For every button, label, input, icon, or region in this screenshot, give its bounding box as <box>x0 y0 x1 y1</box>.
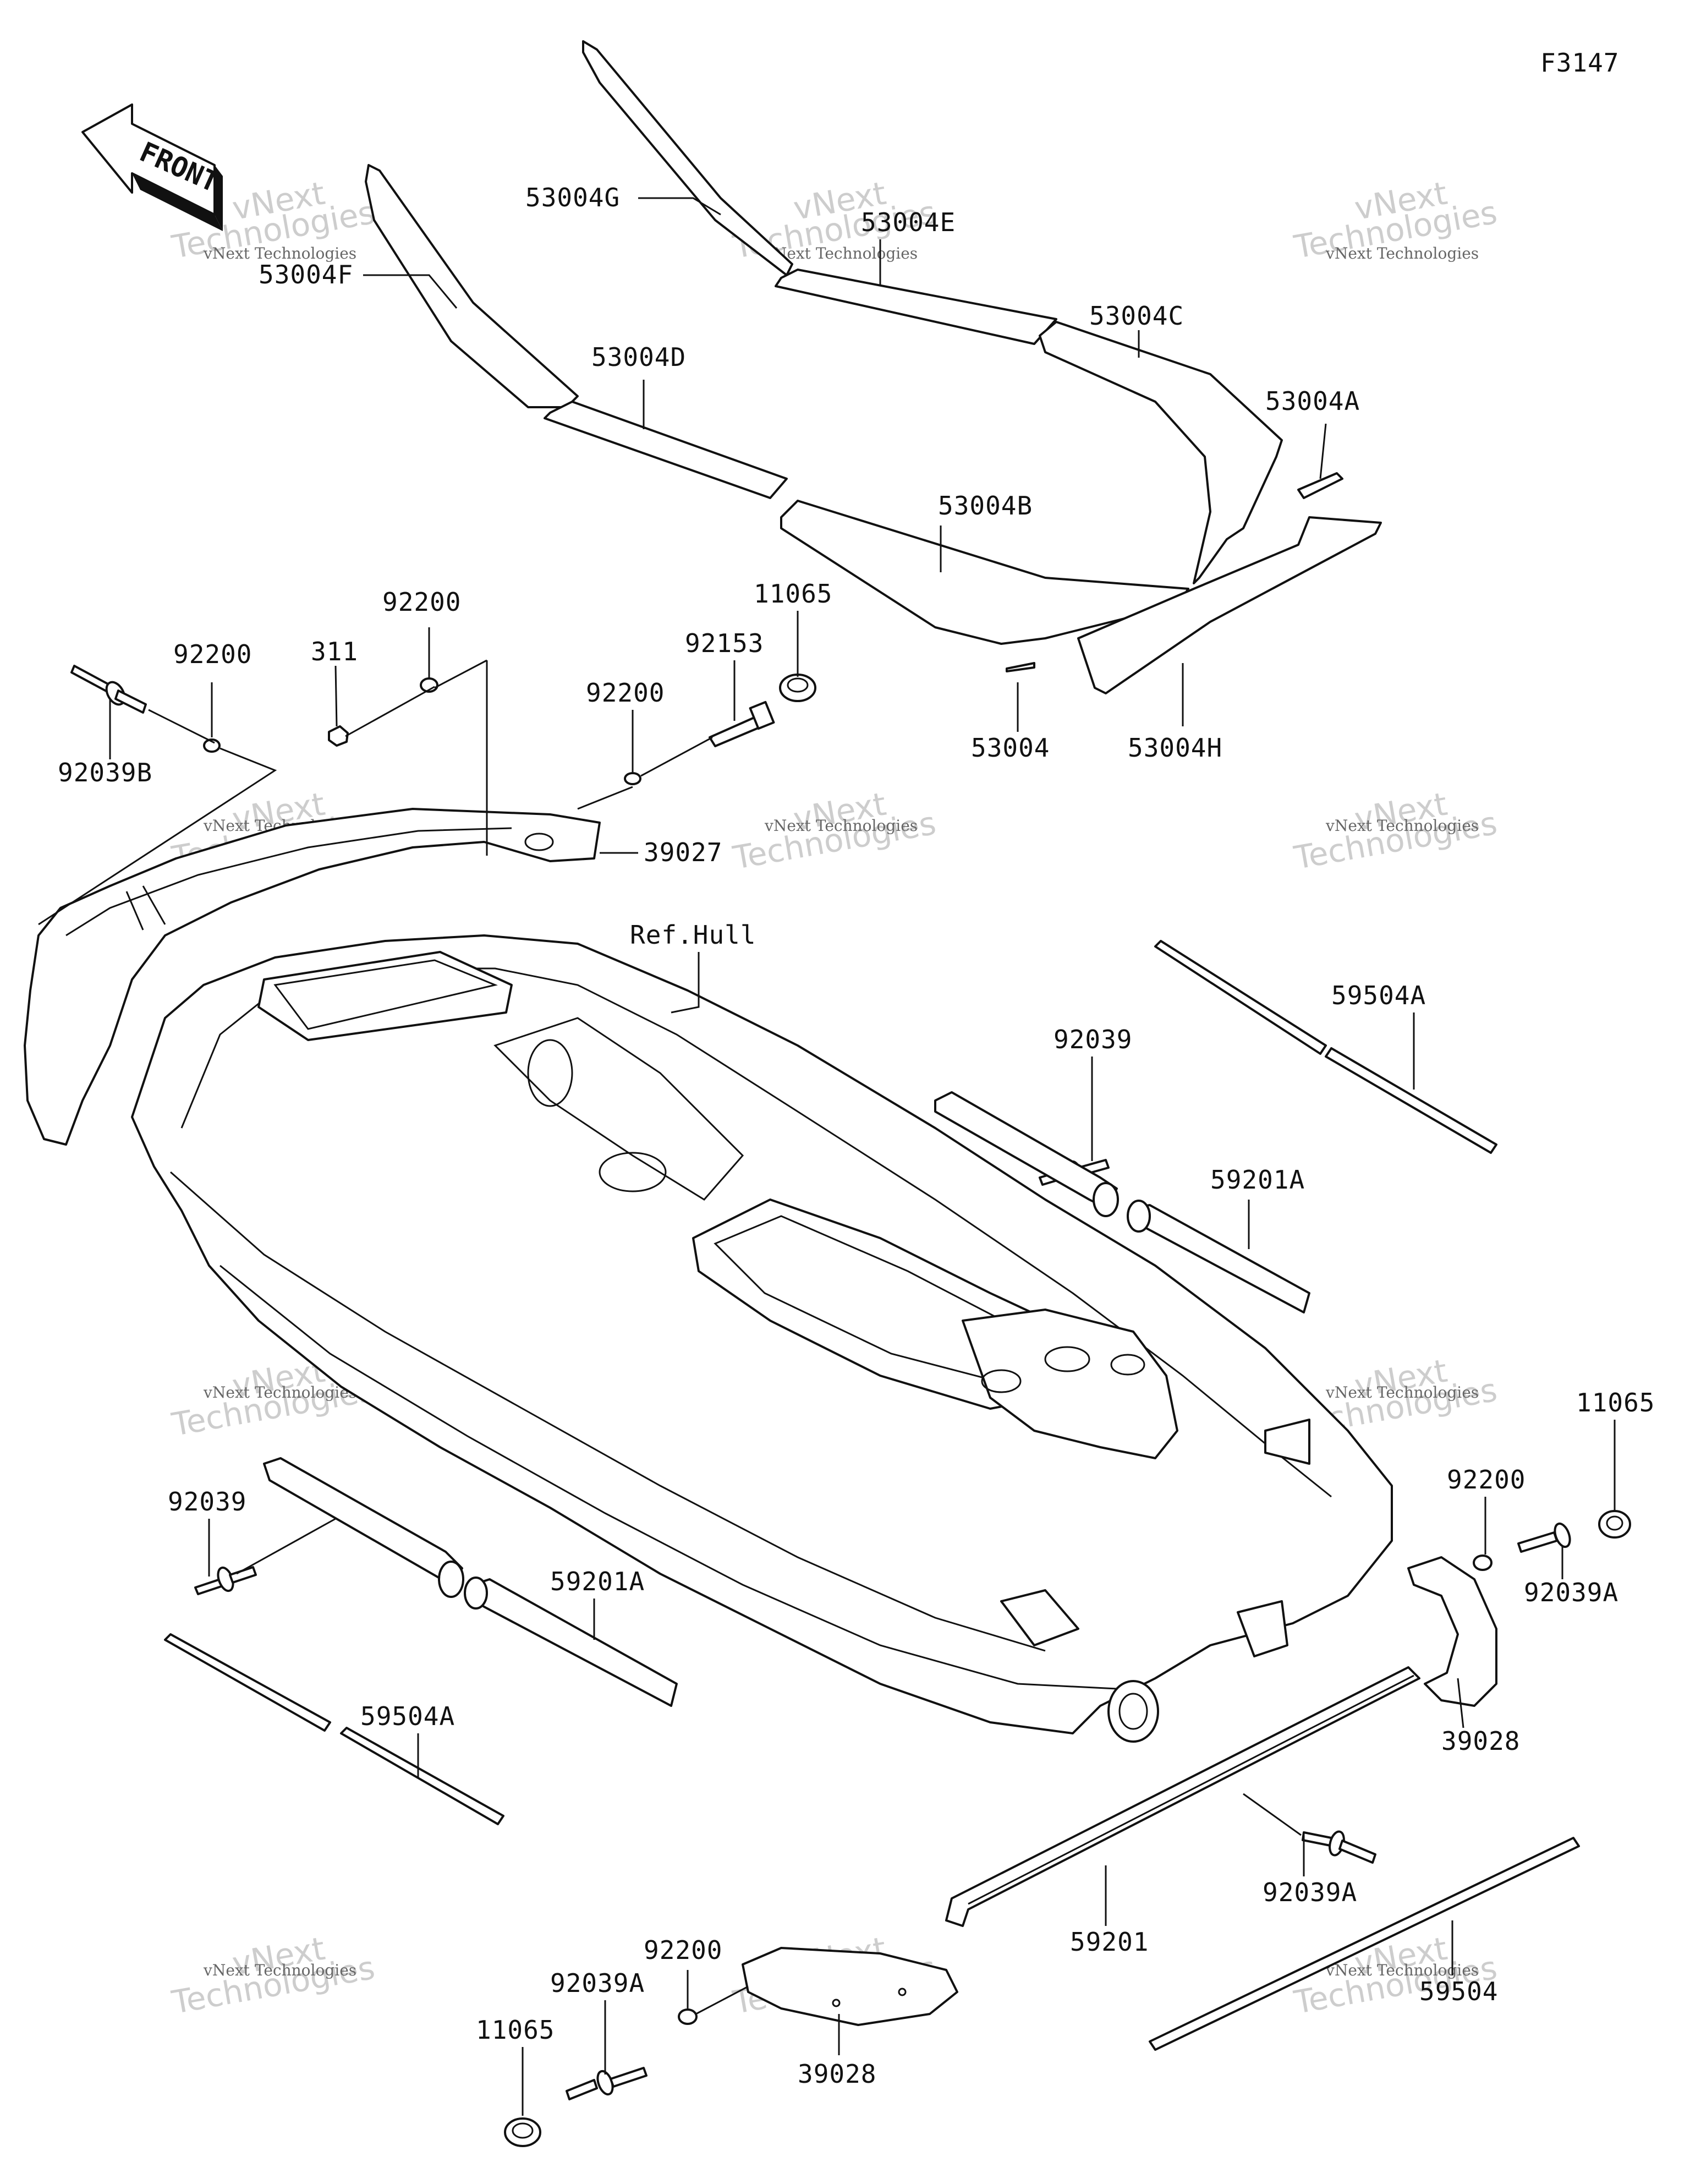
pin-92039-left <box>194 1566 257 1595</box>
nut-311 <box>328 725 349 747</box>
part-labels: 53004G 53004F 53004E 53004D 53004C 53004… <box>58 183 1655 2089</box>
figure-code: F3147 <box>1540 48 1619 78</box>
label-92039A-right: 92039A <box>1524 1578 1618 1607</box>
watermark-small: vNext Technologies <box>764 244 918 262</box>
label-53004C: 53004C <box>1089 301 1184 331</box>
label-39028-right: 39028 <box>1441 1726 1520 1756</box>
rubrail-59201A-right <box>934 1091 1310 1313</box>
rail-59504 <box>1149 1837 1580 2051</box>
pin-92039A-bottom <box>566 2067 648 2100</box>
label-53004G: 53004G <box>525 183 620 212</box>
leader-lines <box>38 197 1616 2116</box>
pin-92039A-bottom-right <box>1302 1830 1376 1864</box>
label-92039-right: 92039 <box>1053 1025 1132 1054</box>
label-53004A: 53004A <box>1265 386 1360 416</box>
label-92200-top: 92200 <box>382 587 461 617</box>
pin-92039B <box>70 665 147 714</box>
label-53004: 53004 <box>971 733 1050 763</box>
label-53004E: 53004E <box>861 207 956 237</box>
rubrail-59201A-left <box>263 1457 678 1707</box>
grommet-11065-bottom <box>504 2117 541 2147</box>
mat-53004 <box>1006 662 1035 672</box>
pin-92039A-right <box>1517 1522 1571 1553</box>
mat-53004G <box>582 40 793 276</box>
mat-53004E <box>775 269 1057 345</box>
bumper-39028-right <box>1407 1556 1497 1707</box>
watermark-small: vNext Technologies <box>764 817 918 835</box>
label-59504A-left: 59504A <box>360 1701 455 1731</box>
mat-53004H <box>1077 516 1382 694</box>
label-11065-right: 11065 <box>1576 1388 1655 1417</box>
washer-92200-right <box>1473 1554 1493 1571</box>
washer-92200-mid <box>624 772 641 785</box>
label-92200-bottom: 92200 <box>644 1935 722 1965</box>
label-ref-hull: Ref.Hull <box>630 920 756 950</box>
label-11065-bottom: 11065 <box>476 2015 555 2045</box>
mat-53004A <box>1297 472 1343 499</box>
label-92200-mid: 92200 <box>586 678 665 708</box>
label-92039-left: 92039 <box>168 1487 246 1517</box>
watermark-small: vNext Technologies <box>1325 817 1479 835</box>
label-59504: 59504 <box>1419 1977 1498 2006</box>
washer-92200-left <box>203 738 221 753</box>
label-92039A-bottom-right: 92039A <box>1263 1878 1357 1907</box>
watermark-small: vNext Technologies <box>203 1961 356 1979</box>
mat-53004B <box>780 500 1189 645</box>
label-59504A-right: 59504A <box>1331 981 1426 1010</box>
label-92200-right: 92200 <box>1447 1465 1526 1495</box>
watermark-small: vNext Technologies <box>1325 244 1479 262</box>
mat-53004F <box>365 164 579 408</box>
label-53004B: 53004B <box>938 491 1033 521</box>
bumper-39028-bottom <box>742 1947 958 2026</box>
bumper-39027 <box>24 808 601 1146</box>
label-59201A-left: 59201A <box>550 1567 645 1596</box>
hull <box>131 934 1393 1743</box>
washer-92200-bottom <box>678 2008 698 2025</box>
watermark-small: vNext Technologies <box>1325 1961 1479 1979</box>
bolt-92153 <box>709 700 775 747</box>
watermark-small: vNext Technologies <box>203 244 356 262</box>
rail-59504A-left <box>164 1633 504 1825</box>
grommet-11065-top <box>779 674 816 702</box>
label-53004F: 53004F <box>259 260 353 289</box>
mat-53004C <box>1039 321 1283 584</box>
label-311: 311 <box>311 637 358 666</box>
grommet-11065-right <box>1598 1510 1631 1539</box>
rubrail-59201 <box>945 1666 1420 1927</box>
rail-59504A-right <box>1154 940 1497 1154</box>
watermark-small: vNext Technologies <box>203 1383 356 1402</box>
label-53004D: 53004D <box>591 342 686 372</box>
label-92153: 92153 <box>685 628 764 658</box>
label-59201: 59201 <box>1070 1927 1149 1957</box>
mat-53004D <box>544 401 788 499</box>
label-59201A-right: 59201A <box>1210 1165 1305 1195</box>
watermark-small: vNext Technologies <box>1325 1383 1479 1402</box>
label-11065-top: 11065 <box>754 579 832 609</box>
label-53004H: 53004H <box>1128 733 1222 763</box>
label-92039B: 92039B <box>58 758 152 787</box>
front-arrow-icon: FRONT <box>81 103 223 231</box>
label-39027: 39027 <box>644 838 722 867</box>
label-39028-bottom: 39028 <box>798 2059 876 2089</box>
label-92039A-bottom: 92039A <box>550 1968 645 1998</box>
label-92200-left: 92200 <box>173 639 252 669</box>
